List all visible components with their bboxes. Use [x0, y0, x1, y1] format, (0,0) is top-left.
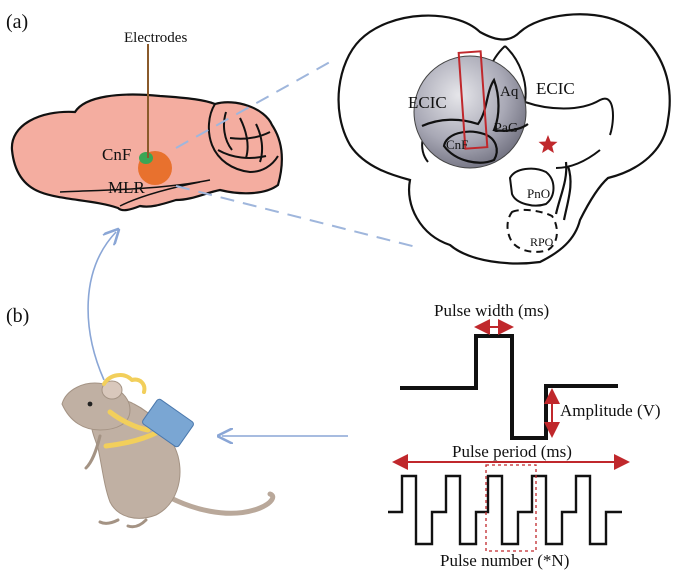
electrodes-label: Electrodes [124, 30, 187, 46]
brain-cnf-label: CnF [102, 145, 131, 164]
amplitude-label: Amplitude (V) [560, 401, 661, 420]
rat-feet [98, 518, 148, 529]
ecic-right-label: ECIC [536, 79, 575, 98]
pulse-number-label: Pulse number (*N) [440, 551, 569, 570]
pulse-number-box [485, 464, 537, 552]
brainstem-tract [554, 161, 572, 221]
cerebellum-folds [207, 103, 279, 174]
brainstem-line [59, 179, 211, 207]
rpo-region [506, 208, 558, 253]
panel-label-b: (b) [6, 305, 29, 327]
brain-mlr-label: MLR [108, 178, 146, 197]
star-marker [538, 135, 558, 153]
single-pulse-line [400, 334, 618, 440]
rpo-label: RPO [530, 235, 554, 249]
dashed-connector-top [175, 61, 331, 149]
ecic-left-label: ECIC [408, 93, 447, 112]
pulse-width-label: Pulse width (ms) [434, 301, 549, 320]
curved-arrow-to-brain [87, 232, 116, 381]
rat-eye [87, 401, 93, 407]
histology-sphere [413, 55, 527, 169]
sagittal-brain: Electrodes CnF MLR [10, 30, 283, 212]
rat-illustration [61, 373, 276, 529]
pulse-train: Pulse period (ms) Pulse number (*N) [388, 442, 630, 570]
dashed-connector-bottom [175, 185, 421, 249]
pno-label: PnO [527, 186, 550, 201]
rat-harness [103, 409, 161, 449]
rat-tail [157, 489, 276, 516]
pag-label: PaG [494, 121, 518, 136]
single-pulse: Pulse width (ms) Amplitude (V) [400, 301, 661, 440]
rat-arm [84, 434, 102, 470]
pulse-period-label: Pulse period (ms) [452, 442, 572, 461]
cnf-region [139, 152, 153, 164]
ecic-boundary [421, 77, 529, 132]
electrode-track [457, 50, 489, 150]
coronal-section: ECIC ECIC Aq PaG CnF PnO RPO [337, 13, 671, 265]
panel-label-a: (a) [6, 11, 28, 33]
rat-ear [101, 380, 123, 400]
aq-label: Aq [500, 84, 519, 100]
cnf-boundary [442, 130, 498, 164]
rat-headcap [102, 373, 147, 394]
pulse-train-line [388, 474, 622, 546]
backpack [142, 398, 194, 448]
pno-region [508, 167, 555, 207]
section-cnf-label: CnF [446, 137, 468, 152]
